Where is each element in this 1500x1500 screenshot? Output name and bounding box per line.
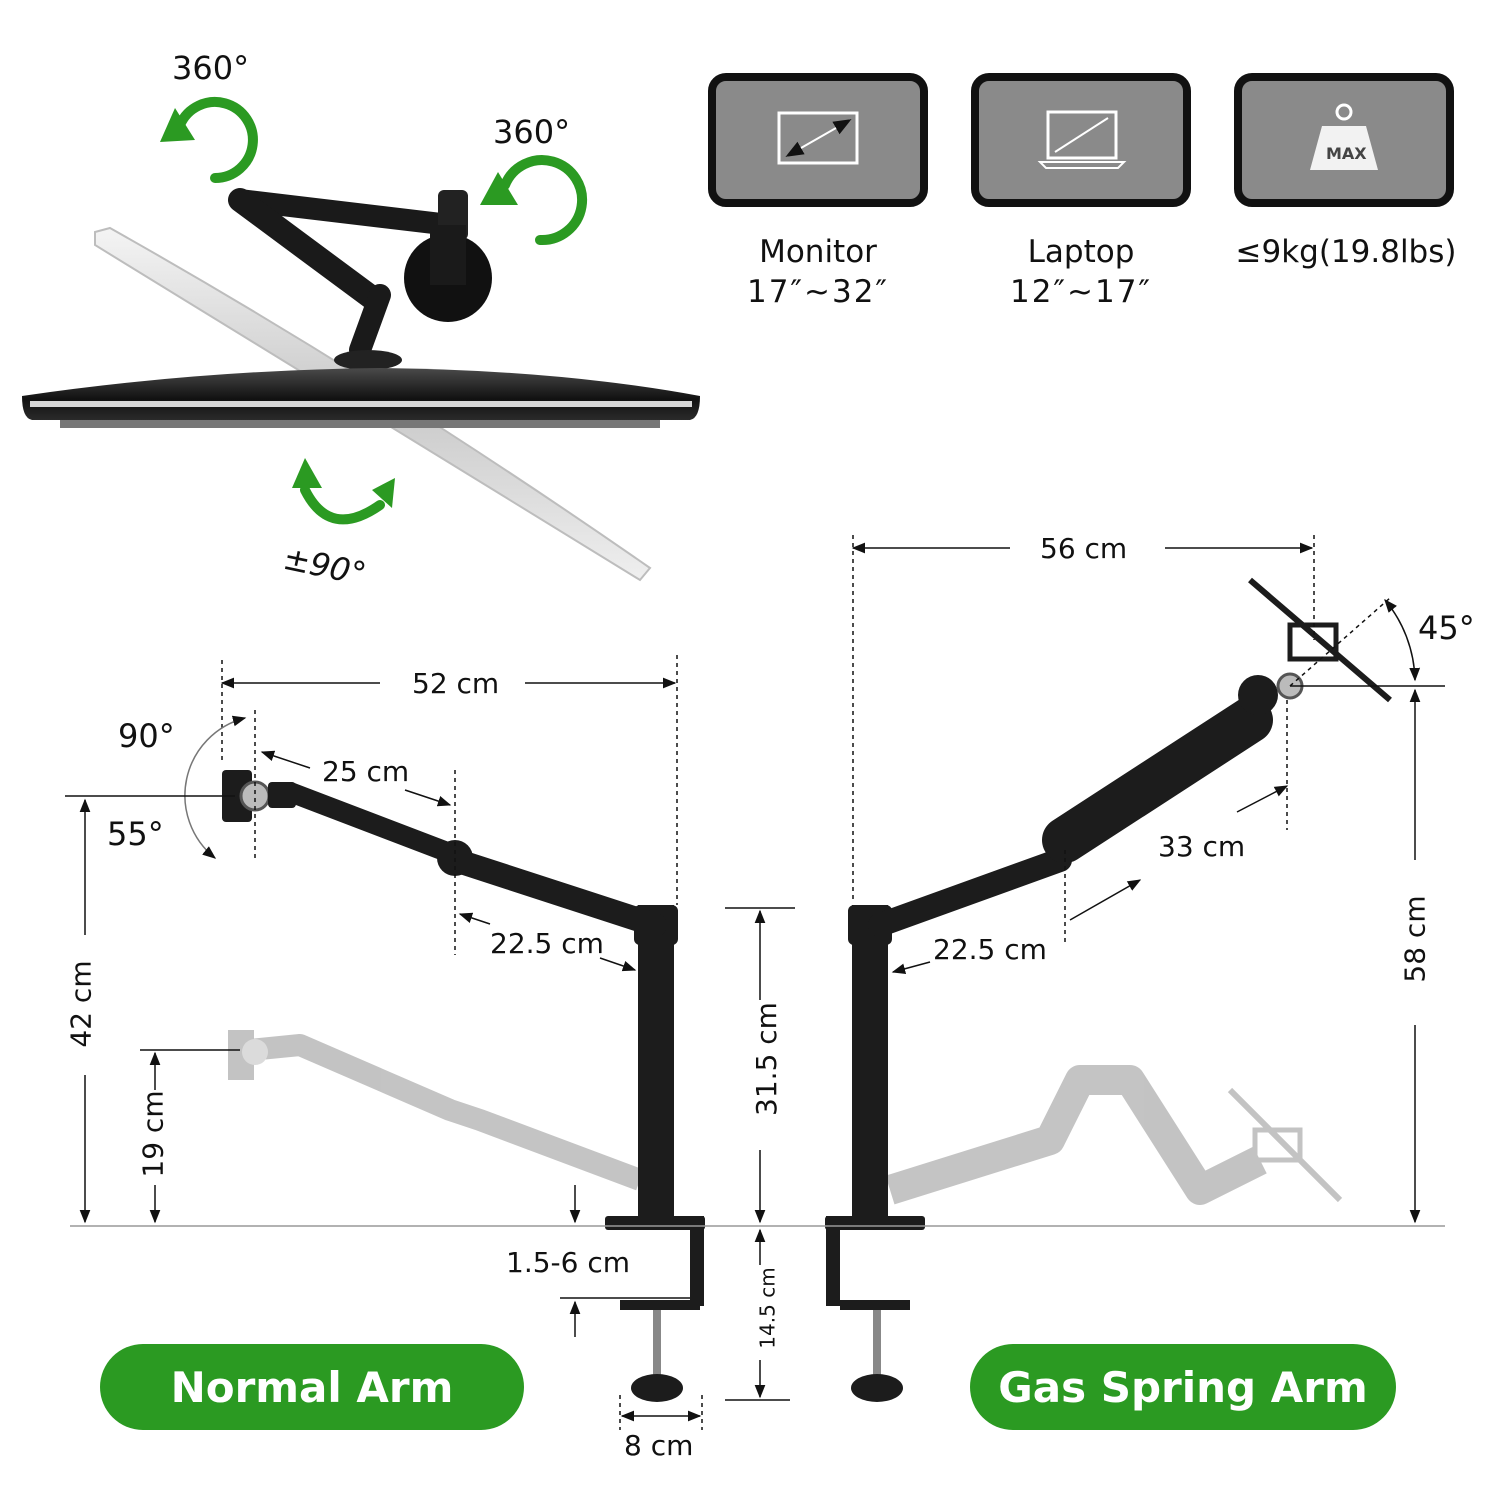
gas-pole bbox=[852, 905, 888, 1220]
top-arm-segment-3 bbox=[349, 284, 391, 361]
main-monitor bbox=[22, 368, 700, 420]
tilt-arrow-icon bbox=[300, 485, 385, 525]
gas-arm-lower bbox=[868, 848, 1072, 937]
clamp-height-label: 14.5 cm bbox=[755, 1267, 780, 1349]
normal-arm1-label: 25 cm bbox=[322, 755, 410, 788]
gas-arm2-label: 22.5 cm bbox=[933, 933, 1047, 966]
swivel-joint-arrow-icon bbox=[500, 155, 588, 246]
normal-arm-badge-label: Normal Arm bbox=[170, 1362, 454, 1412]
monitor-top-view bbox=[22, 188, 700, 582]
gas-arm-upper bbox=[1042, 697, 1273, 863]
normal-pole bbox=[638, 905, 674, 1220]
normal-max-height-label: 42 cm bbox=[64, 960, 98, 1048]
normal-arm-badge: Normal Arm bbox=[100, 1344, 524, 1430]
top-arm-segment-2 bbox=[228, 188, 387, 312]
gas-tilt-label: 45° bbox=[1418, 609, 1475, 647]
gas-arm-badge-label: Gas Spring Arm bbox=[998, 1362, 1368, 1412]
swivel-top-arrow-icon bbox=[175, 97, 258, 183]
gas-clamp-knob bbox=[851, 1374, 903, 1402]
gas-height-label: 58 cm bbox=[1398, 895, 1432, 983]
tilt-down-label: 55° bbox=[107, 815, 164, 853]
gas-arm-ghost bbox=[885, 1065, 1343, 1205]
normal-arm bbox=[222, 770, 705, 1402]
dimension-lines bbox=[65, 535, 1445, 1430]
normal-arm-ghost bbox=[228, 1030, 644, 1191]
swivel-top-label: 360° bbox=[172, 49, 250, 87]
swivel-joint-label: 360° bbox=[493, 113, 571, 151]
normal-arm-lower bbox=[443, 848, 667, 937]
spec-monitor: Monitor 17″~32″ bbox=[718, 232, 918, 312]
spec-laptop: Laptop 12″~17″ bbox=[981, 232, 1181, 312]
spec-weight-value: ≤9kg(19.8lbs) bbox=[1235, 234, 1457, 270]
weight-badge: MAX bbox=[1326, 144, 1367, 163]
gas-arm bbox=[825, 577, 1392, 1402]
normal-clamp-knob bbox=[631, 1374, 683, 1402]
gas-arm-badge: Gas Spring Arm bbox=[970, 1344, 1396, 1430]
top-arm-segment-1 bbox=[229, 189, 461, 236]
spec-laptop-size: 12″~17″ bbox=[1009, 274, 1153, 310]
gas-reach-label: 56 cm bbox=[1040, 532, 1128, 565]
spec-monitor-title: Monitor bbox=[759, 234, 877, 270]
normal-arm2-label: 22.5 cm bbox=[490, 927, 604, 960]
spec-weight: ≤9kg(19.8lbs) bbox=[1228, 232, 1464, 272]
spec-icons bbox=[708, 73, 1454, 207]
clamp-width-label: 8 cm bbox=[624, 1429, 694, 1462]
laptop-icon bbox=[971, 73, 1191, 207]
spec-monitor-size: 17″~32″ bbox=[746, 274, 890, 310]
clamp-range-label: 1.5-6 cm bbox=[506, 1246, 631, 1279]
normal-min-height-label: 19 cm bbox=[136, 1090, 170, 1178]
gas-arm1-label: 33 cm bbox=[1158, 830, 1246, 863]
spec-laptop-title: Laptop bbox=[1027, 234, 1135, 270]
normal-reach-label: 52 cm bbox=[412, 667, 500, 700]
rotation-arrows bbox=[160, 97, 588, 525]
laptop-tray bbox=[1248, 577, 1392, 703]
pole-height-label: 31.5 cm bbox=[749, 1002, 783, 1116]
normal-arm-upper bbox=[280, 782, 465, 865]
monitor-icon bbox=[708, 73, 928, 207]
tilt-up-label: 90° bbox=[118, 717, 175, 755]
